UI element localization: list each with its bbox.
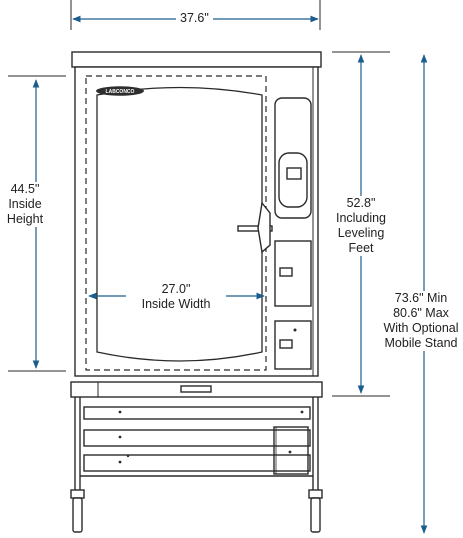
stand-shelf-middle <box>83 429 311 447</box>
display-window <box>286 167 302 180</box>
cabinet-body <box>74 66 319 377</box>
control-panel-upper <box>274 97 312 219</box>
base-rail <box>70 381 323 398</box>
control-panel-middle <box>274 240 312 307</box>
height-with-stand-label: 73.6" Min 80.6" Max With Optional Mobile… <box>379 291 463 351</box>
brand-badge-text: LABCONCO <box>106 89 135 95</box>
switch-box <box>279 267 293 277</box>
inside-height-label: 44.5" Inside Height <box>2 182 48 227</box>
height-with-feet-label: 52.8" Including Leveling Feet <box>327 196 395 256</box>
leveling-foot-right <box>308 489 323 533</box>
cabinet <box>70 51 323 533</box>
sash-window <box>96 86 263 362</box>
inside-outline <box>85 75 267 371</box>
outlet-box <box>279 339 293 349</box>
height-with-feet-value: 52.8" <box>346 196 376 210</box>
control-panel-lower <box>274 320 312 370</box>
overall-width-value: 37.6" <box>180 11 209 25</box>
cabinet-top-cap <box>71 51 322 68</box>
overall-width-label: 37.6" <box>176 11 213 26</box>
mobile-stand <box>74 397 319 490</box>
stand-side-panel <box>273 426 309 475</box>
base-slot <box>180 385 212 393</box>
inside-height-value: 44.5" <box>10 182 40 196</box>
brand-badge: LABCONCO <box>96 86 144 96</box>
stand-shelf-bottom <box>83 454 311 472</box>
display-frame <box>278 152 308 208</box>
inside-width-value: 27.0" <box>161 282 191 296</box>
leveling-foot-left <box>70 489 85 533</box>
inside-width-label: 27.0" Inside Width <box>126 282 226 312</box>
sash-handle <box>237 201 273 254</box>
stand-shelf-top <box>83 406 311 420</box>
height-with-stand-value: 73.6" Min <box>394 291 448 305</box>
